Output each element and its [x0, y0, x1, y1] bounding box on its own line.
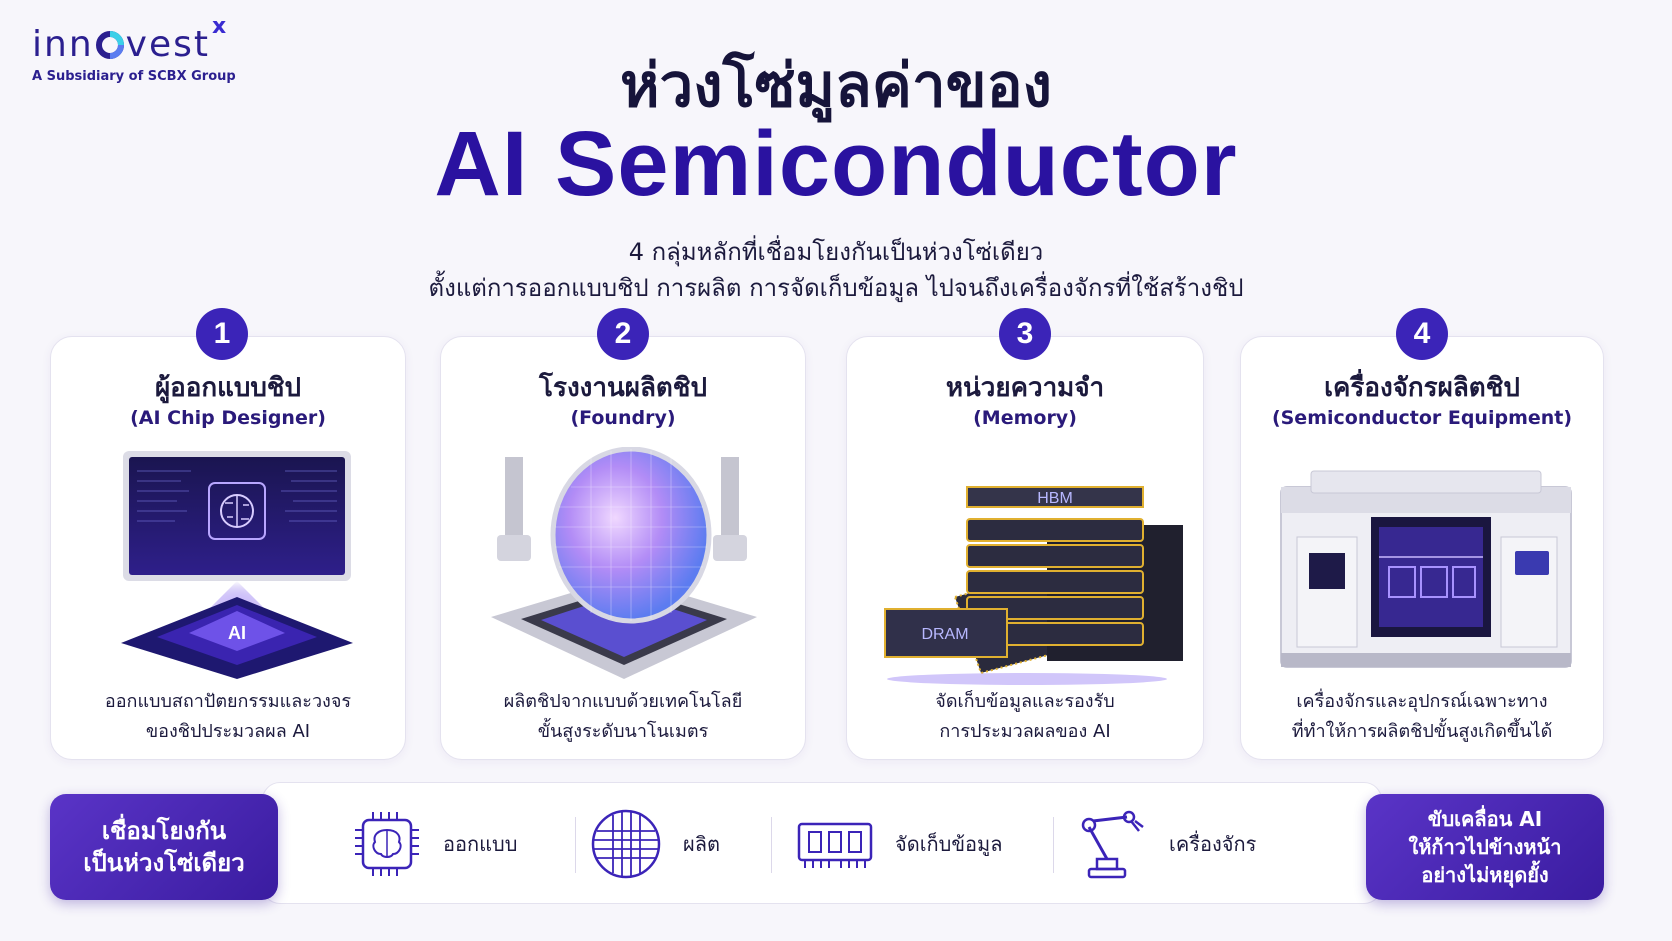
ai-chip-monitor-image: AI [121, 451, 353, 679]
card-title: เครื่องจักรผลิตชิป [1324, 373, 1520, 403]
step-number-1: 1 [196, 308, 248, 360]
card-desc-line-1: ออกแบบสถาปัตยกรรมและวงจร [104, 691, 352, 712]
pill-line-3: อย่างไม่หยุดยั้ง [1421, 863, 1549, 887]
pill-line-1: เชื่อมโยงกัน [101, 817, 227, 845]
pill-line-1: ขับเคลื่อน AI [1427, 807, 1543, 831]
card-description: ผลิตชิปจากแบบด้วยเทคโนโลยี ขั้นสูงระดับน… [451, 687, 795, 747]
card-desc-line-2: การประมวลผลของ AI [939, 721, 1111, 742]
step-number-4: 4 [1396, 308, 1448, 360]
step-number-3: 3 [999, 308, 1051, 360]
brand-logo: inn vest x A Subsidiary of SCBX Group [32, 14, 236, 84]
card-desc-line-1: เครื่องจักรและอุปกรณ์เฉพาะทาง [1296, 691, 1548, 712]
band-label-equipment: เครื่องจักร [1169, 832, 1257, 856]
brain-chip-icon [355, 812, 419, 876]
card-desc-line-2: ของชิปประมวลผล AI [145, 721, 311, 742]
band-item-manufacture: ผลิต [589, 783, 720, 905]
divider [771, 817, 772, 873]
dram-label: DRAM [921, 626, 968, 643]
band-label-design: ออกแบบ [443, 832, 518, 856]
card-title: หน่วยความจำ [945, 373, 1105, 403]
logo-wordmark: inn vest x [32, 14, 236, 65]
card-desc-line-1: ผลิตชิปจากแบบด้วยเทคโนโลยี [503, 691, 743, 712]
card-desc-line-2: ขั้นสูงระดับนาโนเมตร [537, 721, 709, 742]
logo-text-suffix: vest [125, 24, 210, 65]
card-memory: หน่วยความจำ (Memory) HBM DRAM จัดเก็บข้อ… [846, 336, 1204, 760]
memory-stack-image: HBM DRAM [884, 486, 1183, 685]
logo-x-mark: x [211, 14, 229, 39]
card-subtitle: (AI Chip Designer) [130, 407, 326, 429]
hbm-label: HBM [1037, 490, 1073, 507]
pill-line-2: ให้ก้าวไปข้างหน้า [1408, 835, 1562, 859]
band-label-manufacture: ผลิต [683, 832, 720, 856]
card-description: ออกแบบสถาปัตยกรรมและวงจร ของชิปประมวลผล … [61, 687, 395, 747]
card-foundry: โรงงานผลิตชิป (Foundry) ผลิตชิปจากแบบด้ว… [440, 336, 806, 760]
subtitle-line-1: 4 กลุ่มหลักที่เชื่อมโยงกันเป็นห่วงโซ่เดี… [628, 238, 1044, 266]
wafer-icon [591, 809, 661, 879]
fab-machine-image [1280, 470, 1572, 668]
drive-ai-pill: ขับเคลื่อน AI ให้ก้าวไปข้างหน้า อย่างไม่… [1366, 794, 1604, 900]
card-subtitle: (Foundry) [570, 407, 676, 429]
logo-text-prefix: inn [32, 24, 94, 65]
wafer-machine-image [491, 447, 757, 679]
robot-arm-icon [1081, 810, 1144, 879]
card-equipment: เครื่องจักรผลิตชิป (Semiconductor Equipm… [1240, 336, 1604, 760]
divider [1053, 817, 1054, 873]
pill-line-2: เป็นห่วงโซ่เดียว [83, 849, 245, 877]
band-label-storage: จัดเก็บข้อมูล [895, 832, 1003, 856]
card-subtitle: (Semiconductor Equipment) [1271, 407, 1573, 429]
logo-subtitle: A Subsidiary of SCBX Group [32, 69, 236, 84]
subtitle-line-2: ตั้งแต่การออกแบบชิป การผลิต การจัดเก็บข้… [428, 274, 1244, 302]
card-description: จัดเก็บข้อมูลและรองรับ การประมวลผลของ AI [857, 687, 1193, 747]
title-english: AI Semiconductor [434, 113, 1238, 215]
chip-ai-label: AI [228, 623, 246, 643]
card-description: เครื่องจักรและอุปกรณ์เฉพาะทาง ที่ทำให้กา… [1251, 687, 1593, 747]
step-number-2: 2 [597, 308, 649, 360]
band-item-equipment: เครื่องจักร [1075, 783, 1256, 905]
card-title: โรงงานผลิตชิป [539, 373, 707, 403]
card-chip-designer: ผู้ออกแบบชิป (AI Chip Designer) AI ออกแบ… [50, 336, 406, 760]
card-title: ผู้ออกแบบชิป [154, 373, 302, 403]
card-desc-line-2: ที่ทำให้การผลิตชิปขั้นสูงเกิดขึ้นได้ [1291, 721, 1553, 742]
band-item-design: ออกแบบ [351, 783, 517, 905]
band-item-storage: จัดเก็บข้อมูล [795, 783, 1002, 905]
card-desc-line-1: จัดเก็บข้อมูลและรองรับ [935, 691, 1115, 712]
title-thai: ห่วงโซ่มูลค่าของ [620, 51, 1052, 121]
card-subtitle: (Memory) [973, 407, 1077, 429]
logo-o-icon [95, 30, 124, 59]
connect-chain-pill: เชื่อมโยงกัน เป็นห่วงโซ่เดียว [50, 794, 278, 900]
memory-module-icon [797, 822, 873, 868]
value-chain-band: ออกแบบ ผลิต จัดเก็บข้อมูล [262, 782, 1382, 904]
divider [575, 817, 576, 873]
